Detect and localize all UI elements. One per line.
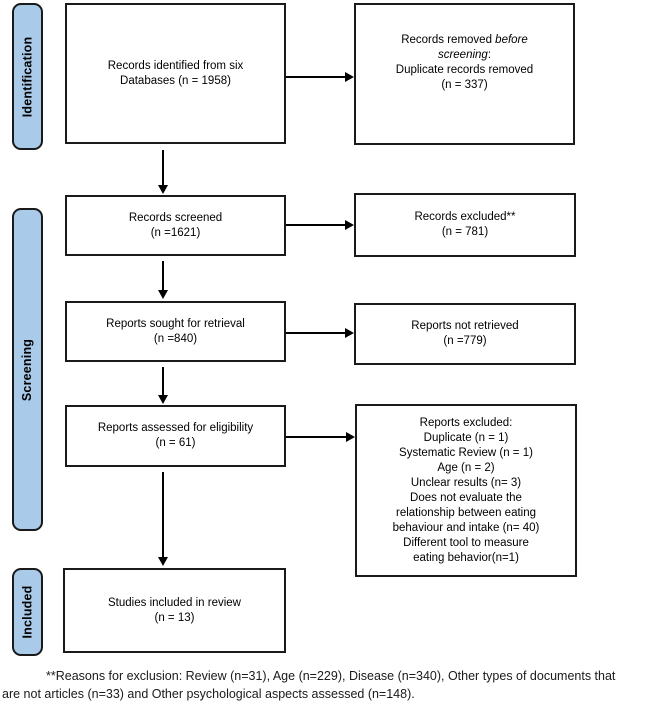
arrowhead-right-icon bbox=[345, 72, 354, 82]
arrowhead-right-icon bbox=[345, 220, 354, 230]
stage-label-included: Included bbox=[20, 585, 35, 639]
box-text-segment: Records removed bbox=[401, 34, 496, 46]
box-text-line: (n = 61) bbox=[155, 437, 196, 449]
box-text-line: eating behavior(n=1) bbox=[413, 551, 519, 564]
box-text-line: Unclear results (n= 3) bbox=[410, 476, 522, 489]
box-text-line: (n = 13) bbox=[154, 611, 195, 624]
arrow-line bbox=[286, 76, 345, 78]
box-text-line: Duplicate (n = 1) bbox=[423, 431, 509, 444]
box-text-line: (n =1621) bbox=[150, 226, 201, 239]
down-arrow-assessed-to-included bbox=[157, 472, 169, 566]
footnote-line: are not articles (n=33) and Other psycho… bbox=[2, 687, 415, 701]
down-arrow-identified-to-screened bbox=[157, 150, 169, 194]
arrowhead-right-icon bbox=[346, 432, 355, 442]
stage-bar-included: Included bbox=[12, 568, 43, 656]
arrow-line bbox=[286, 436, 346, 438]
box-text-segment-italic: screening bbox=[437, 49, 488, 61]
down-arrow-screened-to-sought bbox=[157, 261, 169, 299]
box-text-line: (n =840) bbox=[153, 332, 198, 345]
box-text-line: relationship between eating bbox=[395, 506, 537, 519]
box-reports-not-retrieved: Reports not retrieved (n =779) bbox=[354, 303, 576, 365]
box-records-excluded: Records excluded** (n = 781) bbox=[354, 193, 576, 257]
box-records-identified: Records identified from six Databases (n… bbox=[65, 3, 286, 144]
arrowhead-down-icon bbox=[158, 557, 168, 566]
box-text-line: Age (n = 2) bbox=[437, 461, 495, 474]
box-records-screened: Records screened (n =1621) bbox=[65, 195, 286, 256]
stage-label-screening: Screening bbox=[20, 338, 35, 401]
arrow-line bbox=[162, 150, 164, 185]
arrowhead-down-icon bbox=[158, 185, 168, 194]
arrowhead-right-icon bbox=[345, 328, 354, 338]
arrow-line bbox=[162, 367, 164, 395]
stage-bar-identification: Identification bbox=[12, 3, 43, 150]
box-text-line: (n = 781) bbox=[441, 226, 489, 238]
box-reports-excluded-reasons: Reports excluded: Duplicate (n = 1) Syst… bbox=[355, 404, 577, 577]
box-text-line: (n = 337) bbox=[441, 79, 488, 91]
right-arrow-sought-to-not-retrieved bbox=[286, 328, 354, 338]
box-text-line: Reports sought for retrieval bbox=[106, 317, 245, 330]
box-text-line: screening: bbox=[438, 48, 491, 63]
box-text-line: Duplicate records removed bbox=[395, 64, 534, 76]
box-text-line: behaviour and intake (n= 40) bbox=[392, 521, 540, 534]
box-studies-included: Studies included in review (n = 13) bbox=[63, 568, 286, 653]
right-arrow-identified-to-removed bbox=[286, 72, 354, 82]
arrow-line bbox=[162, 261, 164, 290]
box-text-line: Records removed before bbox=[401, 33, 528, 48]
box-text-line: Reports assessed for eligibility bbox=[97, 422, 254, 434]
footnote-line: **Reasons for exclusion: Review (n=31), … bbox=[46, 669, 616, 683]
box-reports-assessed: Reports assessed for eligibility (n = 61… bbox=[65, 405, 286, 467]
box-text-segment-italic: before bbox=[495, 34, 528, 46]
exclusion-footnote: **Reasons for exclusion: Review (n=31), … bbox=[0, 667, 669, 703]
box-text-line: Records excluded** bbox=[414, 211, 516, 223]
arrowhead-down-icon bbox=[158, 395, 168, 404]
stage-bar-screening: Screening bbox=[12, 208, 43, 531]
right-arrow-screened-to-excluded bbox=[286, 220, 354, 230]
arrow-line bbox=[162, 472, 164, 557]
down-arrow-sought-to-assessed bbox=[157, 367, 169, 404]
box-text-line: Systematic Review (n = 1) bbox=[399, 446, 533, 459]
box-text-line: Reports excluded: bbox=[419, 416, 513, 429]
arrowhead-down-icon bbox=[158, 290, 168, 299]
box-reports-sought: Reports sought for retrieval (n =840) bbox=[65, 301, 286, 362]
arrow-line bbox=[286, 332, 345, 334]
box-text-line: Records screened bbox=[128, 211, 223, 224]
box-text-line: Databases (n = 1958) bbox=[120, 74, 231, 87]
box-text-segment: : bbox=[487, 49, 492, 61]
box-text-line: Records identified from six bbox=[107, 59, 244, 72]
box-text-line: (n =779) bbox=[443, 335, 487, 347]
box-records-removed-before-screening: Records removed before screening: Duplic… bbox=[354, 3, 575, 145]
arrow-line bbox=[286, 224, 345, 226]
box-text-line: Reports not retrieved bbox=[411, 320, 519, 332]
stage-label-identification: Identification bbox=[20, 36, 35, 117]
box-text-line: Different tool to measure bbox=[403, 536, 529, 549]
box-text-line: Does not evaluate the bbox=[410, 491, 522, 504]
box-text-line: Studies included in review bbox=[108, 596, 241, 609]
right-arrow-assessed-to-excluded-reasons bbox=[286, 432, 355, 442]
